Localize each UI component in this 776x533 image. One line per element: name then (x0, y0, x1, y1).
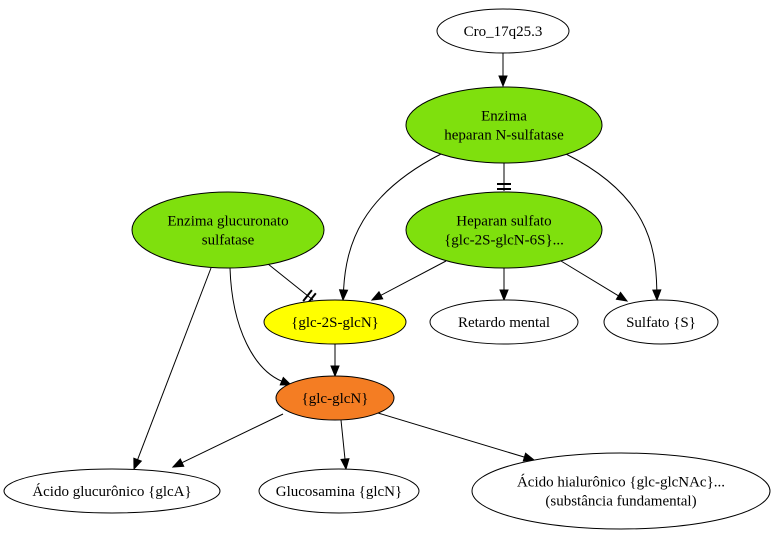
edge-cro-to-enzima_ns (498, 53, 508, 88)
edge-line (229, 267, 282, 382)
node-glc2s: {glc-2S-glcN} (263, 299, 407, 345)
arrowhead (330, 365, 340, 378)
node-label: heparan N-sulfatase (444, 128, 564, 144)
node-acido-hial: Ácido hialurônico {glc-glcNAc}... (substâ… (471, 452, 771, 530)
arrowhead (279, 376, 293, 386)
arrowhead (171, 458, 185, 468)
edge-enzima_ns-to-sulfato (565, 153, 662, 302)
node-shape (405, 191, 603, 269)
arrowhead (498, 75, 508, 88)
edge-glc2s-to-glcglcn (330, 344, 340, 378)
node-shape (603, 299, 719, 345)
node-enzima-ns: Enzima heparan N-sulfatase (405, 86, 603, 164)
edge-enzima_ns-to-glc2s (338, 153, 442, 302)
node-label: sulfatase (202, 233, 255, 249)
node-acido-gluc: Ácido glucurônico {glcA} (3, 468, 221, 514)
arrowhead (340, 458, 350, 471)
node-shape (405, 86, 603, 164)
node-glcglcn: {glc-glcN} (275, 375, 395, 421)
node-label: Ácido hialurônico {glc-glcNAc}... (517, 474, 725, 491)
node-label: Ácido glucurônico {glcA} (32, 483, 191, 500)
node-label: Glucosamina {glcN} (276, 484, 402, 500)
node-label: {glc-2S-glcN-6S}... (444, 233, 564, 249)
edge-line (137, 267, 212, 460)
node-label: (substância fundamental) (545, 494, 696, 510)
edge-enzima_ns-to-heparan (497, 163, 511, 191)
node-label: Cro_17q25.3 (464, 24, 543, 40)
node-label: Enzima glucuronato (167, 214, 288, 230)
edge-enzima_gluc-to-acido_gluc (133, 267, 212, 471)
node-label: Sulfato {S} (626, 315, 696, 331)
arrowhead (615, 291, 629, 302)
edge-heparan-to-glc2s (370, 260, 447, 301)
node-heparan: Heparan sulfato {glc-2S-glcN-6S}... (405, 191, 603, 269)
node-shape (3, 468, 221, 514)
arrowhead (499, 289, 509, 302)
node-glucosamina: Glucosamina {glcN} (258, 468, 420, 514)
node-shape (275, 375, 395, 421)
node-cro: Cro_17q25.3 (436, 8, 570, 54)
node-shape (429, 299, 579, 345)
node-shape (436, 8, 570, 54)
edge-heparan-to-sulfato (560, 260, 629, 302)
node-label: Heparan sulfato (456, 214, 551, 230)
edge-line (377, 412, 525, 458)
edge-glcglcn-to-acido_gluc (171, 413, 284, 468)
edge-enzima_gluc-to-glcglcn (229, 267, 293, 386)
arrowhead (338, 289, 349, 302)
inhibition-bar (302, 289, 313, 302)
arrowhead (370, 290, 384, 301)
edge-line (181, 413, 284, 464)
node-shape (263, 299, 407, 345)
node-shape (131, 191, 325, 269)
edge-line (267, 263, 314, 301)
node-enzima-gluc: Enzima glucuronato sulfatase (131, 191, 325, 269)
edges-layer (133, 53, 662, 471)
arrowhead (522, 452, 536, 462)
node-sulfato: Sulfato {S} (603, 299, 719, 345)
node-label: {glc-glcN} (302, 391, 369, 407)
node-shape (258, 468, 420, 514)
edge-enzima_gluc-to-glc2s (267, 263, 317, 305)
edge-line (343, 153, 442, 291)
edge-glcglcn-to-glucosamina (340, 419, 350, 471)
edge-line (560, 260, 619, 297)
edge-glcglcn-to-acido_hial (377, 412, 536, 462)
node-retardo: Retardo mental (429, 299, 579, 345)
arrowhead (133, 457, 143, 471)
edge-line (565, 153, 658, 291)
arrowhead (652, 289, 662, 302)
node-shape (471, 452, 771, 530)
node-label: Retardo mental (458, 315, 550, 331)
edge-line (380, 260, 447, 296)
node-label: Enzima (481, 109, 527, 125)
edge-heparan-to-retardo (499, 268, 509, 302)
node-label: {glc-2S-glcN} (291, 315, 379, 331)
edge-line (340, 419, 346, 460)
